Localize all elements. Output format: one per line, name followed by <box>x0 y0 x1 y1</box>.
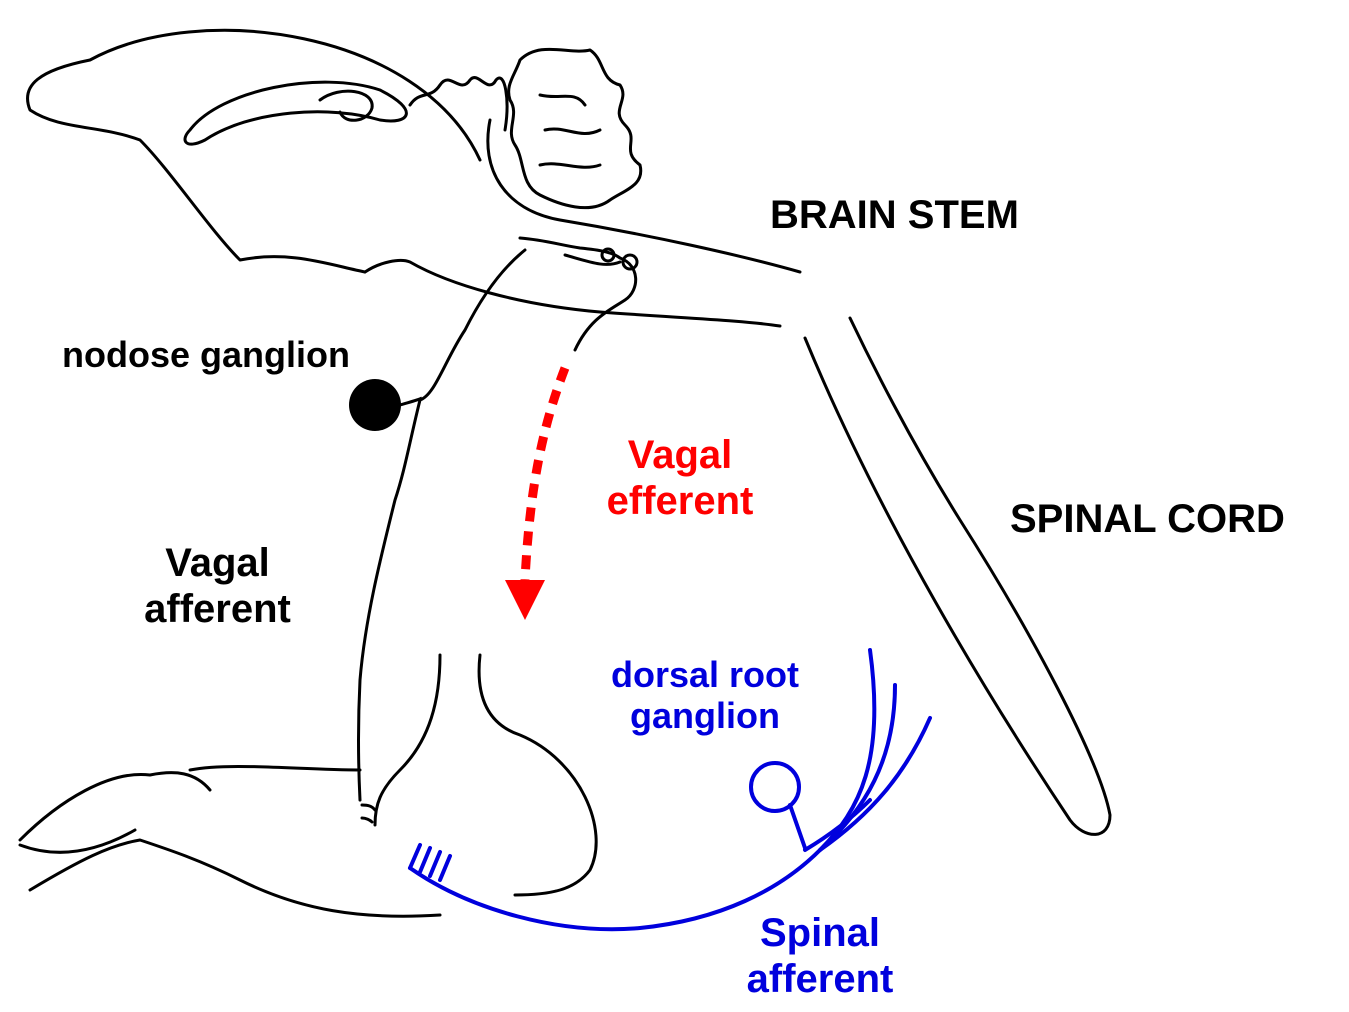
spinal-cord-outline <box>805 318 1110 834</box>
viscera-right <box>479 655 596 895</box>
vagal-efferent-arrow <box>505 368 565 620</box>
vagal-afferent-label: Vagal afferent <box>125 540 310 632</box>
dorsal-root-ganglion-circle <box>751 763 799 811</box>
limb-outline <box>20 830 135 852</box>
brain-stem-upper <box>488 120 800 272</box>
dorsal-root-ganglion-label: dorsal root ganglion <box>585 654 825 737</box>
brain-stem-label: BRAIN STEM <box>770 192 1019 238</box>
cerebellum-folia <box>540 95 600 167</box>
corpus-callosum <box>185 82 406 144</box>
vagal-efferent-label: Vagal efferent <box>585 432 775 524</box>
nodose-ganglion-dot <box>349 379 401 431</box>
gyri-squiggle <box>410 78 507 130</box>
spinal-afferent-label: Spinal afferent <box>720 910 920 1002</box>
cerebellum-outline <box>509 49 641 207</box>
cerebrum-outline <box>28 30 481 272</box>
brain-stem-lower <box>365 260 780 326</box>
vagal-afferent-nerve <box>190 250 525 800</box>
visceral-branch <box>362 805 375 822</box>
nodose-ganglion-label: nodose ganglion <box>62 334 350 375</box>
viscera-left <box>375 655 440 825</box>
body-lower-outline <box>20 773 440 917</box>
inner-fold <box>320 91 372 120</box>
vagal-nerve-loop <box>520 238 636 350</box>
spinal-cord-label: SPINAL CORD <box>1010 496 1285 542</box>
